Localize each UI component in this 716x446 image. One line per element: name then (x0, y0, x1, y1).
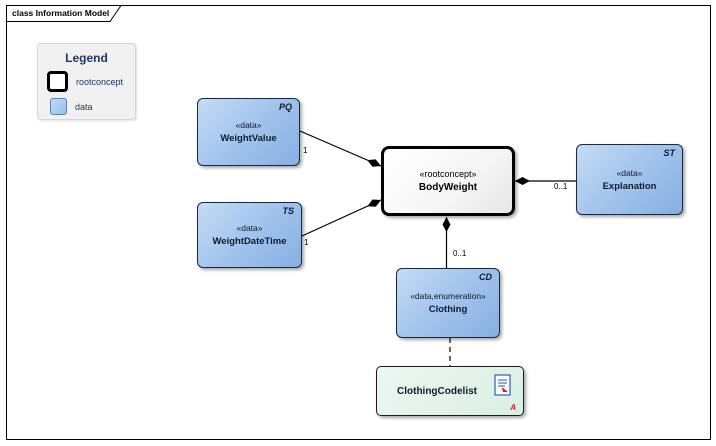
document-icon (494, 374, 511, 401)
composition-diamond-icon (442, 217, 451, 232)
legend-box: Legend rootconcept data (37, 43, 136, 120)
class-name-label: WeightDateTime (212, 236, 287, 247)
composition-diamond-icon (515, 177, 530, 185)
composition-weightdatetime-bodyweight[interactable] (301, 199, 382, 237)
legend-item-data: data (47, 98, 135, 115)
rootconcept-swatch (47, 71, 68, 92)
class-name-label: ClothingCodelist (397, 385, 477, 397)
legend-title: Legend (65, 51, 108, 65)
class-node-weightvalue[interactable]: PQ «data» WeightValue (197, 98, 300, 166)
composition-clothing-bodyweight[interactable] (442, 217, 451, 268)
artifact-letter: A (510, 403, 516, 412)
legend-item-rootconcept: rootconcept (47, 71, 135, 92)
class-node-weightdatetime[interactable]: TS «data» WeightDateTime (197, 202, 302, 268)
composition-diamond-icon (367, 199, 381, 207)
class-name-label: BodyWeight (418, 182, 478, 193)
stereotype-label: «rootconcept» (419, 169, 477, 179)
legend-item-label: rootconcept (76, 76, 124, 87)
class-name-label: Clothing (428, 304, 468, 315)
legend-item-label: data (75, 101, 93, 112)
class-node-explanation[interactable]: ST «data» Explanation (576, 144, 683, 215)
composition-diamond-icon (367, 159, 381, 167)
composition-explanation-bodyweight[interactable] (515, 177, 576, 185)
stereotype-label: «data» (235, 120, 262, 130)
type-tag-label: PQ (278, 102, 292, 112)
class-node-clothing[interactable]: CD «data,enumeration» Clothing (396, 268, 500, 338)
multiplicity-label: 0..1 (453, 249, 467, 258)
multiplicity-label: 1 (303, 146, 308, 155)
frame-tab-label: class Information Model (12, 8, 110, 18)
type-tag-label: ST (663, 148, 675, 158)
stereotype-label: «data» (236, 223, 263, 233)
class-name-label: Explanation (602, 180, 657, 192)
artifact-node-clothingcodelist[interactable]: ClothingCodelist A (376, 366, 524, 416)
multiplicity-label: 0..1 (554, 182, 568, 191)
stereotype-label: «data,enumeration» (410, 291, 486, 301)
frame-tab (6, 5, 122, 22)
stereotype-label: «data» (616, 167, 643, 178)
composition-weightvalue-bodyweight[interactable] (299, 130, 382, 167)
multiplicity-label: 1 (304, 238, 309, 247)
class-node-bodyweight[interactable]: «rootconcept» BodyWeight (381, 146, 515, 216)
class-name-label: WeightValue (220, 133, 277, 144)
type-tag-label: CD (479, 272, 492, 282)
type-tag-label: TS (282, 206, 294, 216)
data-swatch (50, 98, 67, 115)
